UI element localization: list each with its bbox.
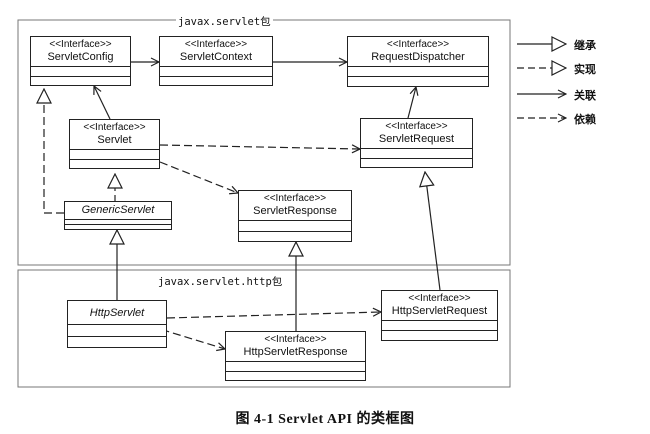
package-label-http: javax.servlet.http包 <box>158 276 283 288</box>
attributes-compartment <box>65 220 171 225</box>
package-javax-servlet-http <box>17 269 511 388</box>
stereotype: <<Interface>> <box>385 121 448 132</box>
legend-realization-label: 实现 <box>574 64 596 76</box>
attributes-compartment <box>382 321 497 331</box>
operations-compartment <box>226 372 365 381</box>
operations-compartment <box>361 159 472 168</box>
association-servlet-config <box>94 86 111 120</box>
class-name: ServletConfig <box>47 51 114 63</box>
attributes-compartment <box>70 150 159 160</box>
class-servlet-config: <<Interface>>ServletConfig <box>30 36 131 86</box>
attributes-compartment <box>68 325 166 337</box>
dependency-servlet-response <box>159 161 238 193</box>
class-name: ServletRequest <box>378 133 455 145</box>
stereotype: <<Interface>> <box>264 334 327 345</box>
operations-compartment <box>31 77 130 86</box>
class-http-servlet-request: <<Interface>>HttpServletRequest <box>381 290 498 341</box>
stereotype: <<Interface>> <box>49 39 112 50</box>
class-servlet: <<Interface>>Servlet <box>69 119 160 169</box>
operations-compartment <box>239 232 351 242</box>
stereotype: <<Interface>> <box>408 293 471 304</box>
figure-caption: 图 4-1 Servlet API 的类框图 <box>235 412 415 427</box>
attributes-compartment <box>160 67 272 77</box>
class-generic-servlet: GenericServlet <box>64 201 172 230</box>
legend-dependency-label: 依赖 <box>574 114 596 126</box>
class-name: ServletResponse <box>253 205 337 217</box>
class-name: ServletContext <box>179 51 253 63</box>
dependency-http-request <box>166 312 381 319</box>
operations-compartment <box>68 337 166 348</box>
operations-compartment <box>382 331 497 340</box>
class-request-dispatcher: <<Interface>>RequestDispatcher <box>347 36 489 87</box>
class-name: HttpServlet <box>89 307 145 319</box>
operations-compartment <box>70 160 159 169</box>
operations-compartment <box>160 77 272 86</box>
stereotype: <<Interface>> <box>386 39 450 50</box>
class-servlet-context: <<Interface>>ServletContext <box>159 36 273 86</box>
stereotype: <<Interface>> <box>83 122 146 133</box>
class-name: HttpServletResponse <box>243 346 348 358</box>
class-name: Servlet <box>97 134 132 146</box>
legend-association-label: 关联 <box>574 90 596 102</box>
legend-inheritance-label: 继承 <box>574 40 596 52</box>
class-name: RequestDispatcher <box>371 51 465 63</box>
attributes-compartment <box>348 67 488 77</box>
class-servlet-request: <<Interface>>ServletRequest <box>360 118 473 168</box>
inheritance-httprequest-request <box>425 172 441 291</box>
operations-compartment <box>348 77 488 86</box>
attributes-compartment <box>361 149 472 159</box>
class-http-servlet: HttpServlet <box>67 300 167 348</box>
stereotype: <<Interface>> <box>184 39 248 50</box>
class-name: GenericServlet <box>81 204 155 216</box>
class-servlet-response: <<Interface>>ServletResponse <box>238 190 352 242</box>
association-request-dispatcher <box>407 87 416 119</box>
attributes-compartment <box>239 221 351 232</box>
stereotype: <<Interface>> <box>263 193 327 204</box>
class-name: HttpServletRequest <box>391 305 488 317</box>
realization-generic-config <box>44 89 64 214</box>
attributes-compartment <box>226 362 365 372</box>
package-label-servlet: javax.servlet包 <box>176 14 273 29</box>
operations-compartment <box>65 225 171 229</box>
class-http-servlet-response: <<Interface>>HttpServletResponse <box>225 331 366 381</box>
attributes-compartment <box>31 67 130 77</box>
dependency-servlet-request <box>159 145 360 149</box>
